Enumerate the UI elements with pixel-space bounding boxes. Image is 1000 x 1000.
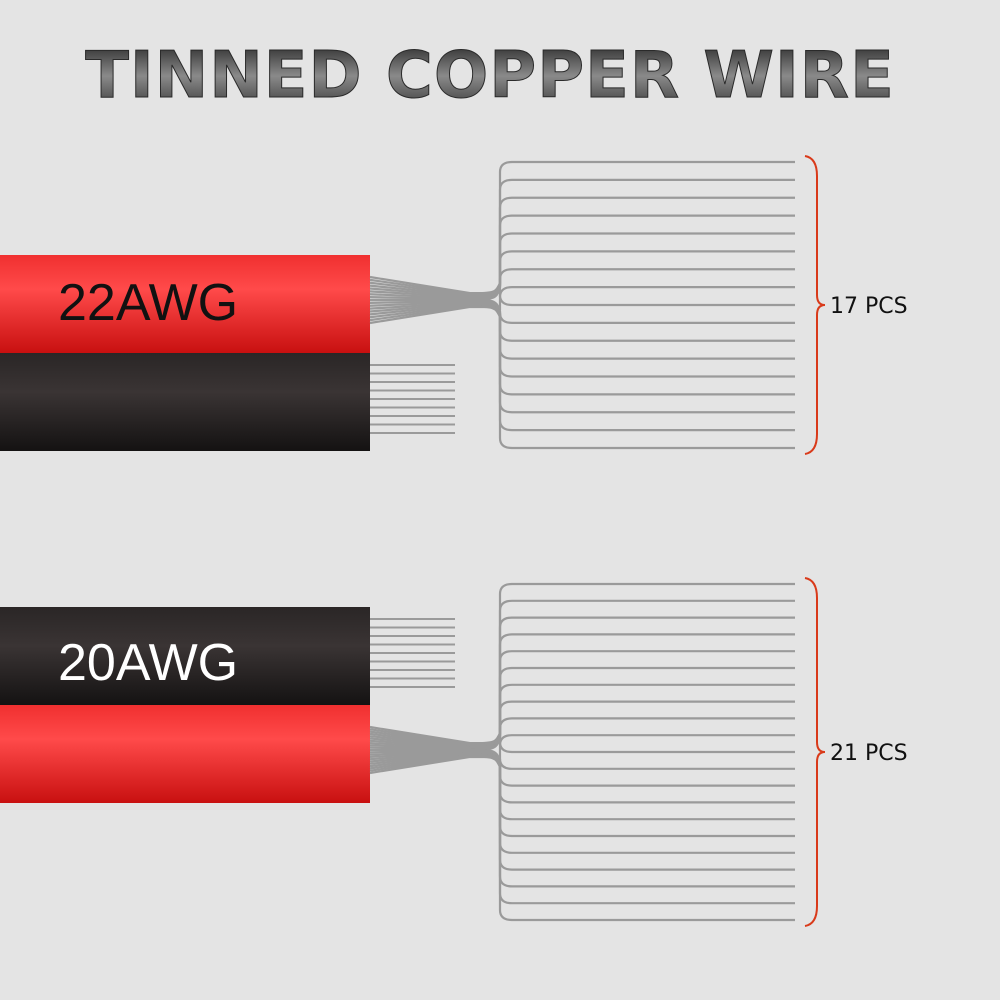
fanned-strand [369, 755, 795, 922]
cable-22awg: 17 PCS 22AWG [0, 155, 908, 455]
gauge-label: 22AWG [58, 274, 238, 332]
fanned-strand [369, 196, 795, 296]
strand-count-label: 21 PCS [830, 741, 908, 766]
strand-count-bracket [804, 155, 826, 455]
top-wire-jacket [0, 607, 370, 705]
page-title: TINNED COPPER WIRE [85, 39, 895, 113]
bottom-wire-jacket [0, 353, 370, 451]
fanned-strand [369, 752, 795, 838]
gauge-label: 20AWG [58, 634, 238, 692]
fanned-strand [369, 755, 795, 905]
strand-count-label: 17 PCS [830, 294, 908, 319]
fanned-strand [369, 160, 795, 295]
top-wire-jacket [0, 255, 370, 353]
bottom-wire-jacket [0, 705, 370, 803]
fanned-strand [369, 303, 795, 396]
cable-20awg: 21 PCS 20AWG [0, 577, 908, 927]
fanned-strand [369, 754, 795, 888]
fanned-strand [369, 286, 795, 301]
fanned-strand [369, 305, 795, 450]
fanned-strand [369, 214, 795, 297]
strand-count-bracket [804, 577, 826, 927]
fanned-strand [369, 599, 795, 745]
fanned-strand [369, 650, 795, 747]
